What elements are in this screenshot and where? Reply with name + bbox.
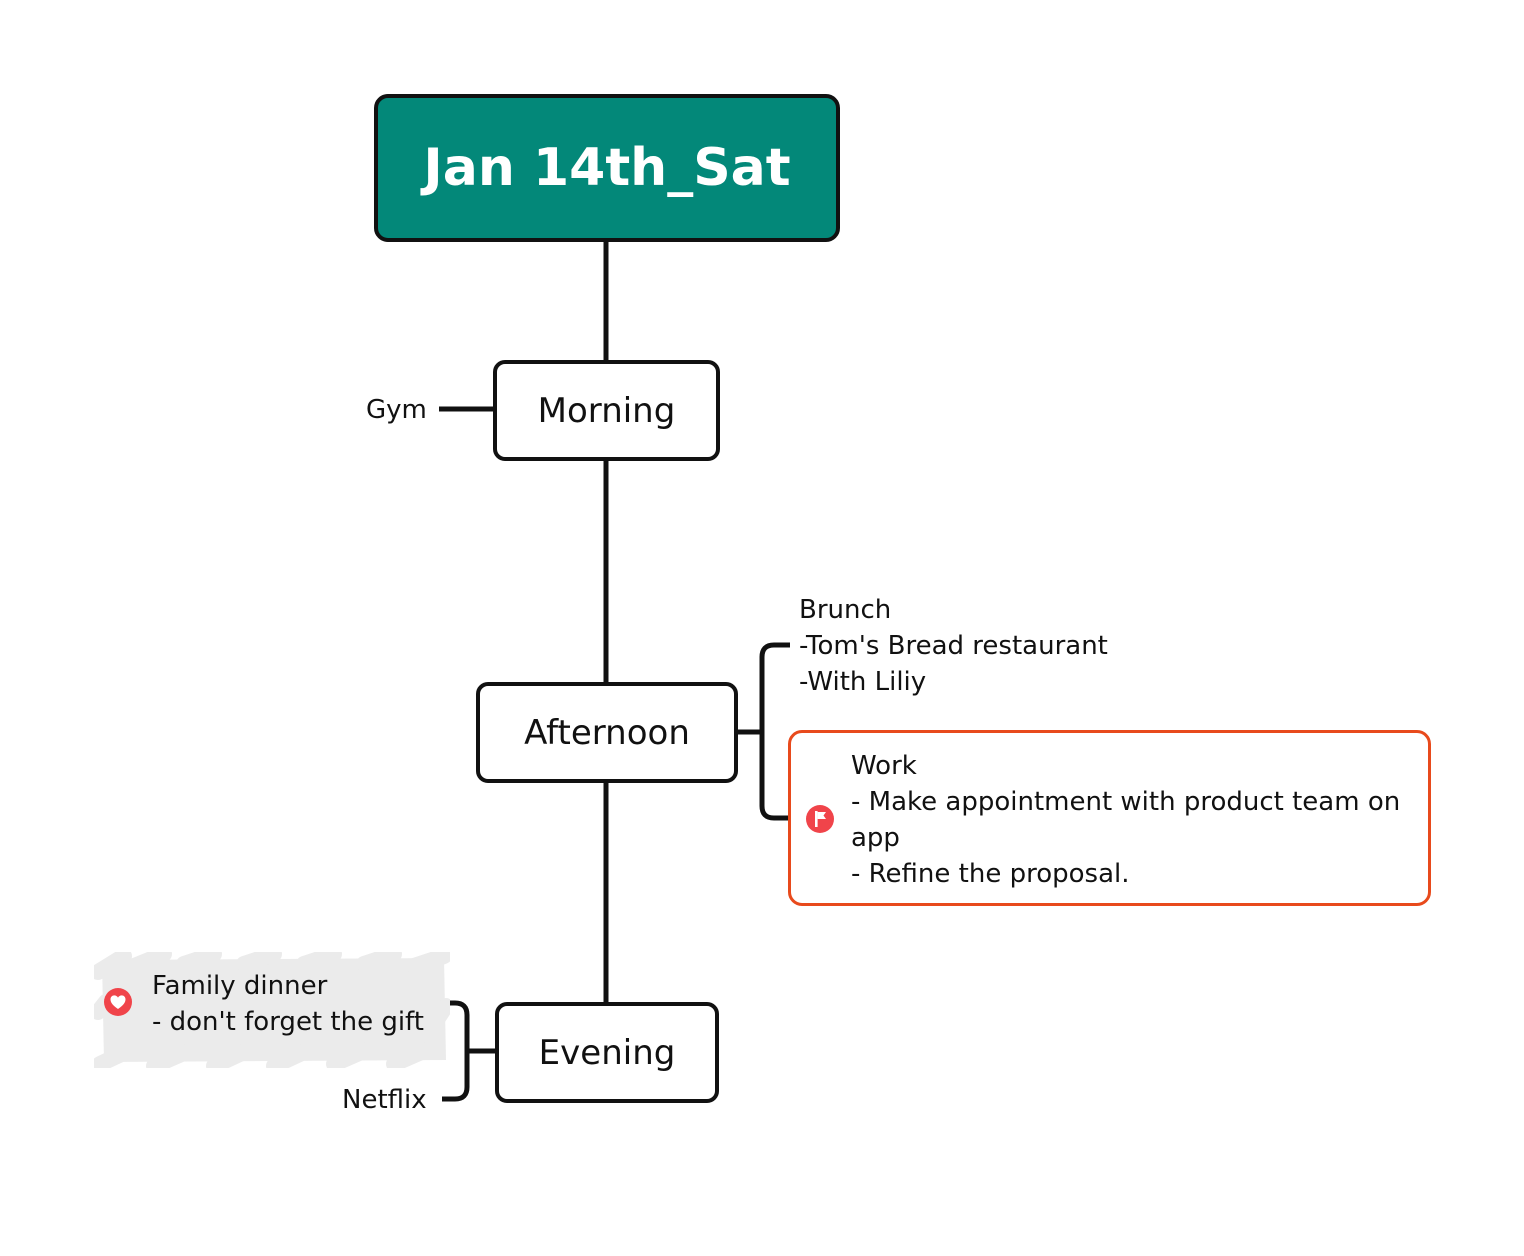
connector-evening-bracket — [442, 1000, 495, 1102]
branch-node-afternoon[interactable]: Afternoon — [476, 682, 738, 783]
root-node-title[interactable]: Jan 14th_Sat — [374, 94, 840, 242]
branch-node-morning[interactable]: Morning — [493, 360, 720, 461]
leaf-brunch[interactable]: Brunch -Tom's Bread restaurant -With Lil… — [799, 592, 1108, 700]
leaf-family-dinner[interactable]: Family dinner - don't forget the gift — [94, 952, 450, 1068]
work-line: Work — [851, 751, 917, 781]
branch-node-evening[interactable]: Evening — [495, 1002, 719, 1103]
work-line: - Refine the proposal. — [851, 859, 1130, 889]
family-line: Family dinner — [152, 971, 328, 1001]
work-line: - Make appointment with product team on — [851, 787, 1401, 817]
leaf-gym[interactable]: Gym — [366, 395, 427, 425]
leaf-netflix[interactable]: Netflix — [342, 1085, 427, 1115]
work-text: Work - Make appointment with product tea… — [851, 748, 1400, 892]
heart-icon — [104, 988, 132, 1016]
leaf-work[interactable]: Work - Make appointment with product tea… — [788, 730, 1431, 906]
highlight-scribble — [94, 952, 450, 1068]
family-dinner-text: Family dinner - don't forget the gift — [152, 968, 424, 1040]
connector-afternoon-bracket — [738, 642, 790, 821]
family-line: - don't forget the gift — [152, 1007, 424, 1037]
flag-icon — [806, 805, 834, 833]
brunch-line: Brunch — [799, 595, 892, 625]
brunch-line: -Tom's Bread restaurant — [799, 631, 1108, 661]
brunch-line: -With Liliy — [799, 667, 927, 697]
work-line: app — [851, 823, 900, 853]
